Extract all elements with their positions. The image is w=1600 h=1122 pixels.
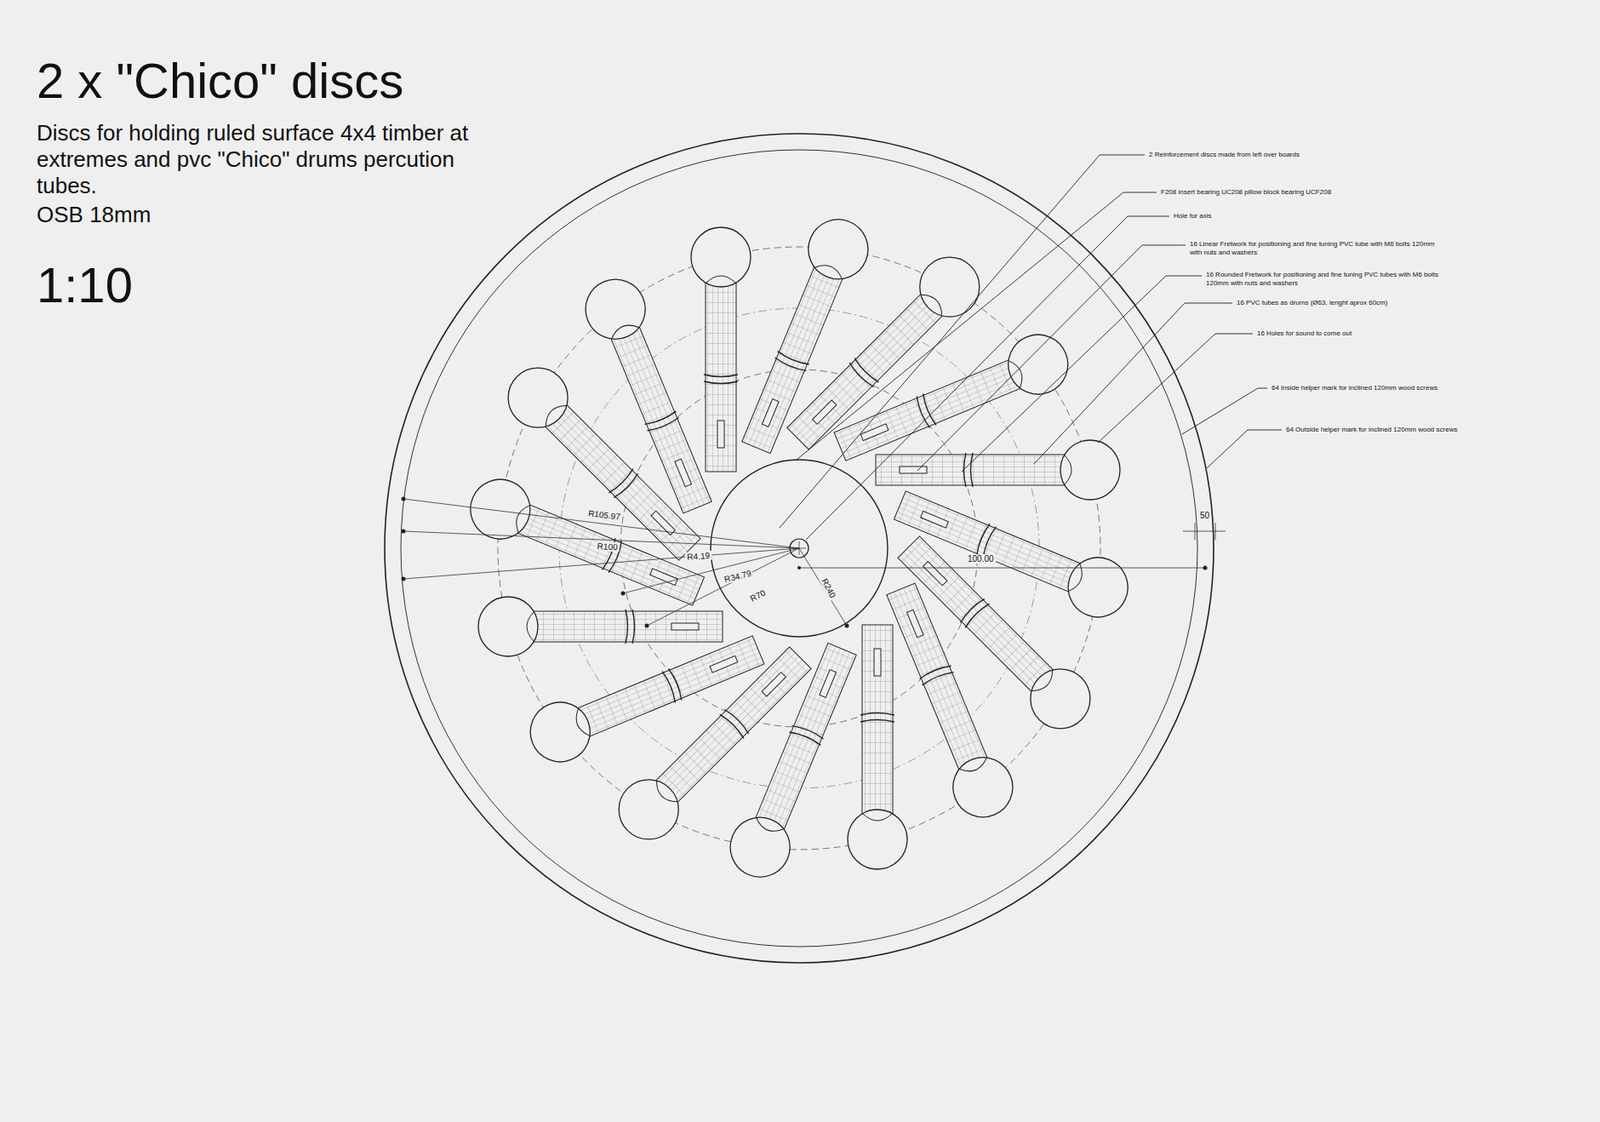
- dimension-label: R4.19: [685, 550, 712, 562]
- dimension-label: 50: [1198, 510, 1212, 520]
- callout-text: 16 Holes for sound to come out: [1256, 329, 1353, 338]
- inner-ring: [400, 149, 1198, 947]
- material-note: OSB 18mm: [36, 201, 151, 229]
- dimension-lines: [403, 498, 1226, 626]
- callout-text: 16 Rounded Fretwork for positioning and …: [1205, 270, 1454, 288]
- dimension-label: 100.00: [965, 554, 996, 564]
- callout-text: 64 Outside helper mark for inclined 120m…: [1285, 425, 1458, 435]
- drawing-title: 2 x "Chico" discs: [36, 51, 404, 111]
- dimension-label: R100: [595, 541, 620, 552]
- reinforcement-disc: [710, 459, 888, 637]
- callout-text: Hole for axis: [1172, 211, 1212, 221]
- description-note: Discs for holding ruled surface 4x4 timb…: [36, 120, 471, 200]
- callout-text: 16 PVC tubes as drums (Ø63, lenght aprox…: [1235, 298, 1389, 308]
- dimension-label: R240: [818, 575, 839, 601]
- leader-lines: [779, 154, 1282, 540]
- callout-text: 2 Reinforcement discs made from left ove…: [1148, 150, 1301, 160]
- dimension-label: R34.79: [721, 567, 755, 584]
- callout-text: 64 Inside helper mark for inclined 120mm…: [1270, 383, 1439, 393]
- dimension-ticks: [401, 497, 1208, 629]
- outer-circle: [384, 133, 1214, 963]
- dimension-label: R105.97: [586, 508, 623, 522]
- dimension-label: R70: [747, 587, 769, 605]
- callout-text: F208 insert bearing UC208 pillow block b…: [1160, 188, 1332, 197]
- callout-text: 16 Linear Fretwork for positioning and f…: [1188, 240, 1438, 258]
- pvc-tubes: [461, 210, 1138, 886]
- scale-label: 1:10: [36, 255, 133, 315]
